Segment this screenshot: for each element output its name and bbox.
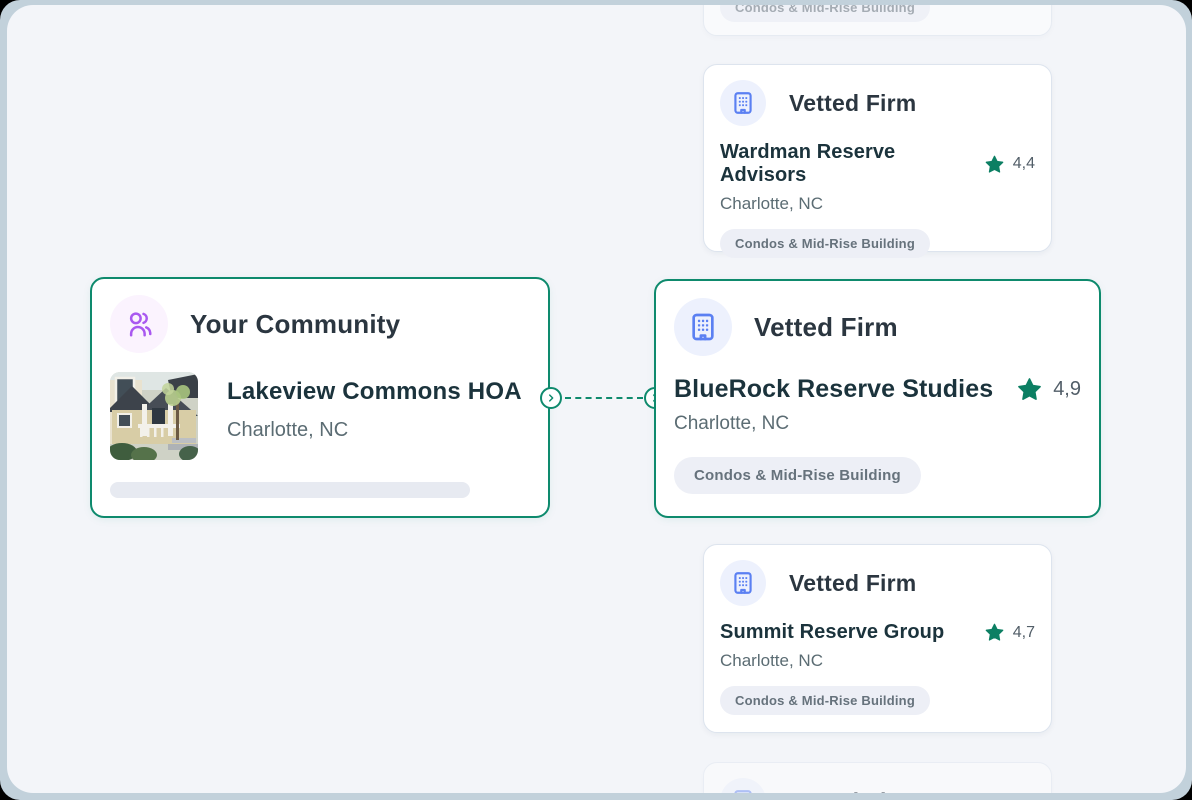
firm-location: Charlotte, NC	[720, 651, 823, 670]
building-icon	[674, 298, 732, 356]
firm-header-label: Vetted Firm	[789, 788, 916, 794]
firm-header-label: Vetted Firm	[754, 311, 898, 342]
house-photo	[110, 372, 198, 460]
firm-rating: 4,7	[1012, 623, 1035, 641]
users-icon	[110, 295, 168, 353]
firm-card-wardman[interactable]: Vetted Firm Wardman Reserve Advisors 4,4…	[703, 64, 1052, 258]
firm-tag: Condos & Mid-Rise Building	[720, 686, 930, 715]
building-icon	[720, 560, 766, 606]
firm-rating: 4,4	[1012, 155, 1035, 172]
firm-tag: Condos & Mid-Rise Building	[720, 5, 930, 22]
community-progress-skeleton	[110, 482, 470, 498]
connector-node-left[interactable]	[540, 387, 562, 409]
firm-location: Charlotte, NC	[674, 413, 790, 434]
building-icon	[720, 80, 766, 126]
chevron-right-icon	[549, 394, 554, 402]
building-icon	[720, 778, 766, 793]
star-icon	[1018, 378, 1042, 400]
star-icon	[985, 155, 1004, 173]
firm-card-summit[interactable]: Vetted Firm Summit Reserve Group 4,7 Cha…	[703, 544, 1052, 733]
firm-name: BlueRock Reserve Studies	[674, 375, 994, 403]
firm-name: Summit Reserve Group	[720, 621, 945, 643]
firm-tag: Condos & Mid-Rise Building	[720, 229, 930, 258]
firm-tag: Condos & Mid-Rise Building	[674, 457, 921, 494]
firm-card-bottom-partial[interactable]: Vetted Firm	[703, 762, 1052, 793]
connector-line	[565, 397, 643, 399]
firm-card-top-partial[interactable]: Condos & Mid-Rise Building	[703, 5, 1052, 36]
firm-name: Wardman Reserve Advisors	[720, 141, 896, 186]
community-card[interactable]: Your Community	[90, 277, 550, 518]
firm-rating: 4,9	[1053, 378, 1081, 400]
firm-header-label: Vetted Firm	[789, 569, 917, 596]
community-header-label: Your Community	[190, 308, 401, 339]
firm-location: Charlotte, NC	[720, 194, 823, 213]
firm-header-label: Vetted Firm	[789, 89, 917, 116]
community-location: Charlotte, NC	[227, 419, 349, 441]
content-panel: Condos & Mid-Rise Building Vette	[7, 5, 1186, 793]
community-name: Lakeview Commons HOA	[227, 378, 522, 405]
star-icon	[985, 623, 1004, 641]
firm-card-bluerock[interactable]: Vetted Firm BlueRock Reserve Studies 4,9…	[654, 279, 1101, 518]
